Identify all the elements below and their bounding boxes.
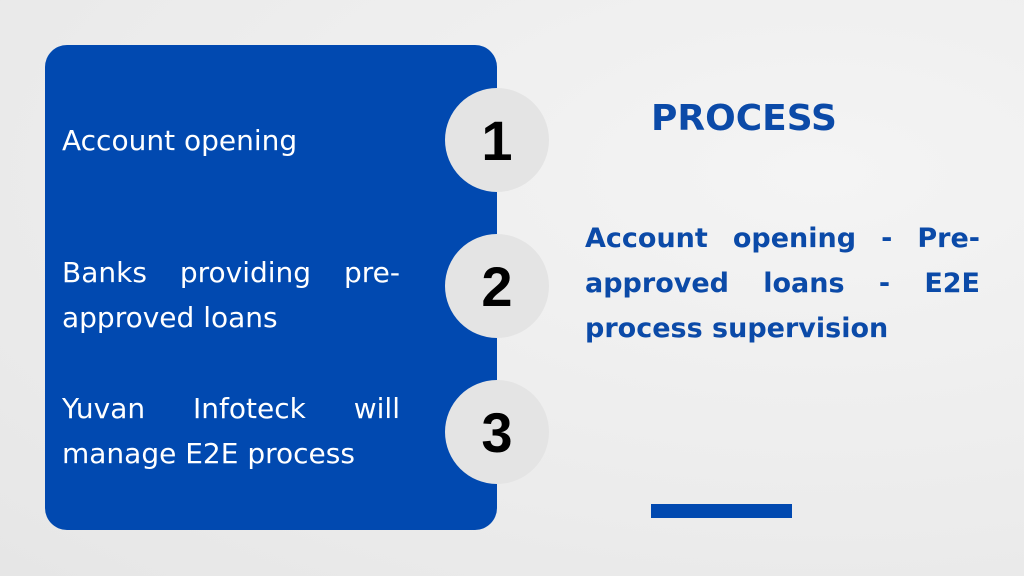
accent-bar	[651, 504, 792, 518]
step-3-text: Yuvan Infoteck will manage E2E process	[62, 392, 400, 470]
slide-title: PROCESS	[651, 98, 837, 139]
step-3-badge: 3	[445, 380, 549, 484]
step-2-text: Banks providing pre-approved loans	[62, 256, 400, 334]
step-2-badge: 2	[445, 234, 549, 338]
steps-panel	[45, 45, 497, 530]
step-1-badge: 1	[445, 88, 549, 192]
process-summary: Account opening - Pre-approved loans - E…	[585, 223, 980, 344]
step-1-text: Account opening	[62, 124, 298, 157]
